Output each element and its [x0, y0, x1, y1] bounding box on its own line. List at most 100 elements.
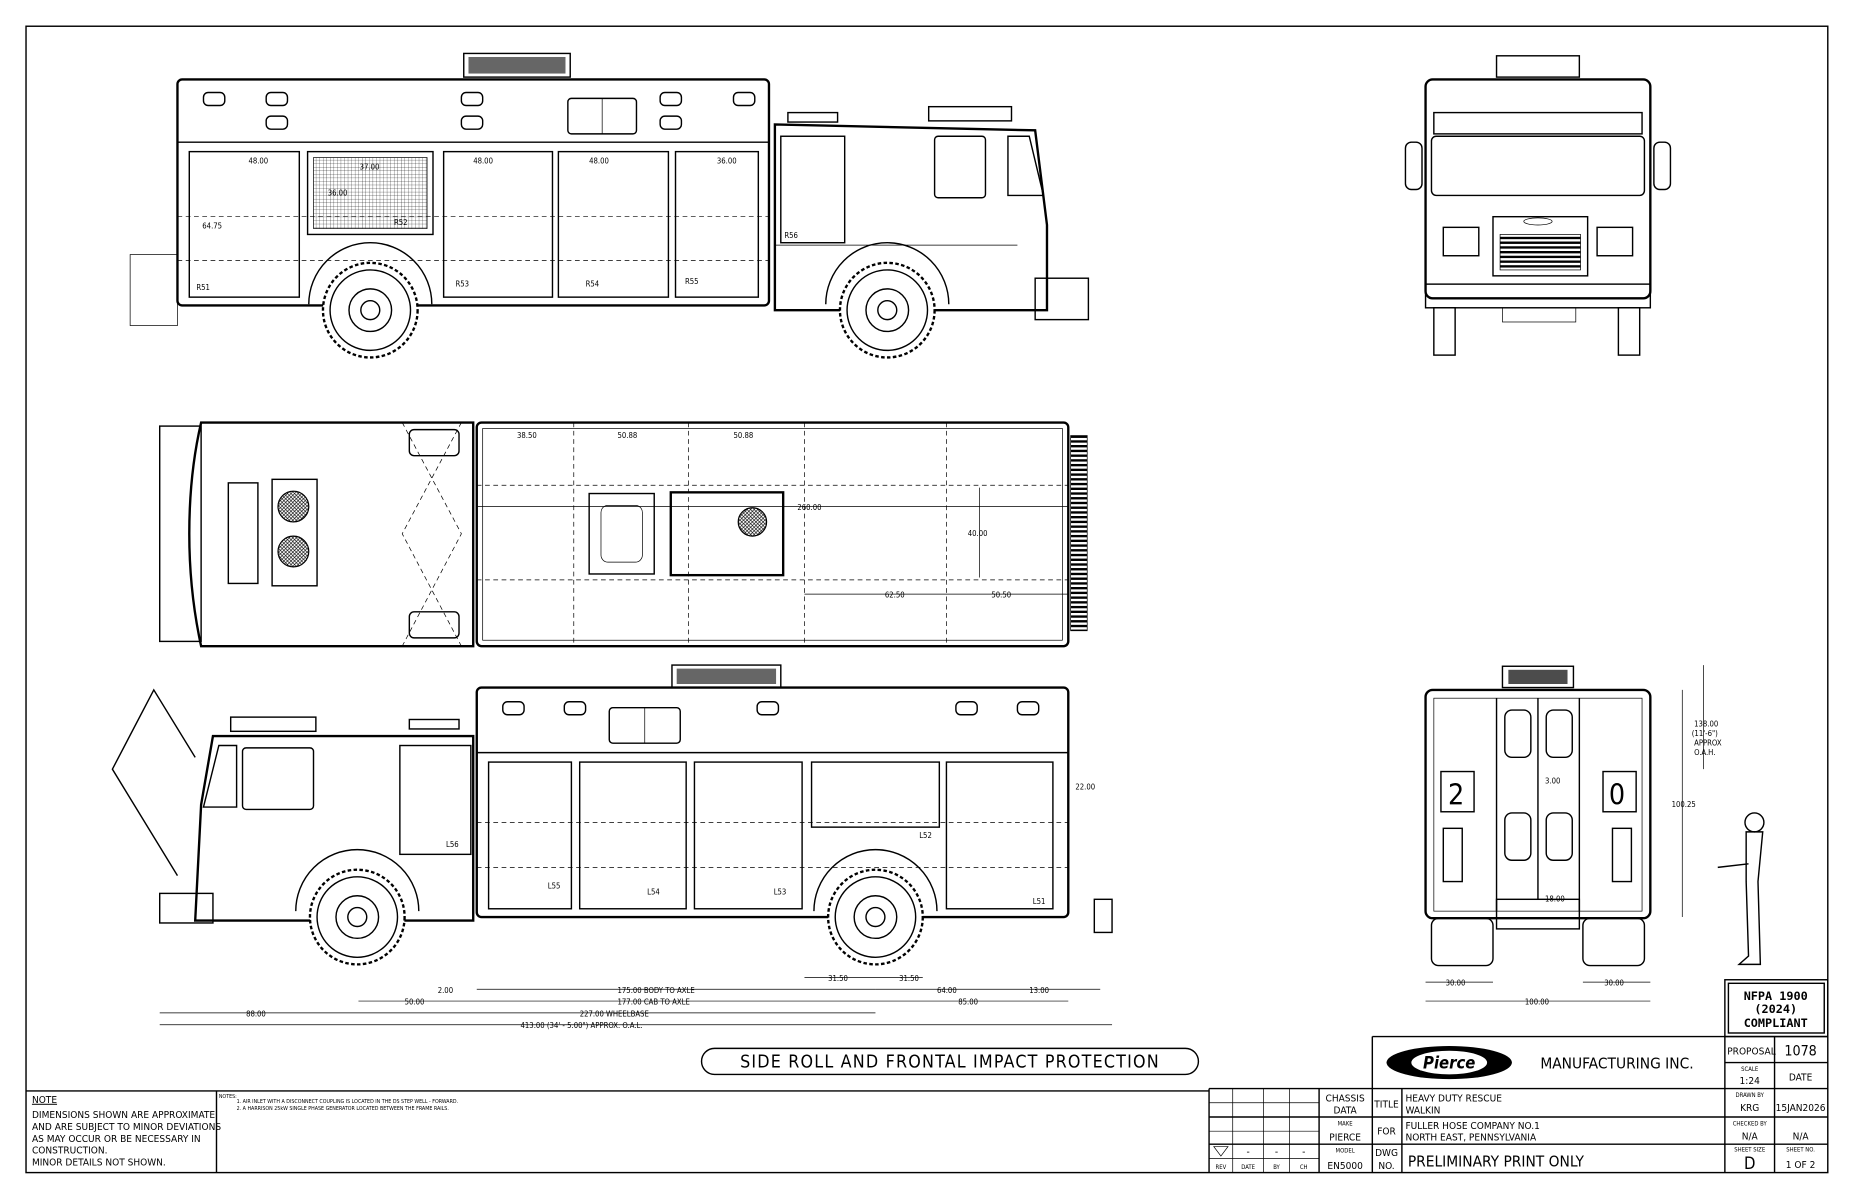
revision-triangle-icon [1213, 1146, 1229, 1157]
rev-value: - [1302, 1147, 1305, 1158]
front-view [1404, 55, 1672, 356]
unit-number: 0 [1609, 779, 1625, 812]
rev-header: BY [1273, 1165, 1280, 1171]
dim: 18.00 [1545, 895, 1565, 904]
nfpa-line: NFPA 1900 [1744, 989, 1808, 1003]
nfpa-line: COMPLIANT [1744, 1016, 1808, 1030]
dim: O.A.H. [1694, 748, 1715, 757]
dim: 138.00 [1694, 720, 1718, 729]
marker-light-icon [659, 91, 683, 107]
right-side-view: 48.00 37.00 36.00 64.75 48.00 48.00 36.0… [129, 52, 1090, 326]
caption: SIDE ROLL AND FRONTAL IMPACT PROTECTION [740, 1052, 1160, 1072]
scale-label: SCALE [1741, 1067, 1759, 1073]
marker-light-icon [502, 701, 525, 716]
checked-by-label: CHECKED BY [1733, 1121, 1768, 1127]
compartment-label: R53 [455, 279, 469, 288]
marker-light-icon [202, 91, 226, 107]
chassis-data-label: DATA [1334, 1105, 1358, 1116]
dwg-label: NO. [1378, 1161, 1394, 1172]
notes-section: NOTE DIMENSIONS SHOWN ARE APPROXIMATE AN… [26, 1090, 1210, 1173]
title-line: WALKIN [1405, 1105, 1440, 1116]
marker-light-icon [955, 701, 978, 716]
dim: 50.88 [618, 431, 638, 440]
rev-header: CH [1300, 1165, 1308, 1171]
nfpa-line: (2024) [1754, 1002, 1797, 1016]
rear-view: 2 0 3.00 18.00 100.25 138.00 (11'-6") AP… [1424, 665, 1765, 1007]
dim-step: 13.00 [1029, 986, 1049, 995]
compartment-label: R56 [784, 231, 798, 240]
dim: 48.00 [248, 156, 268, 165]
rev-value: - [1275, 1147, 1278, 1158]
wheel-icon [825, 242, 950, 359]
caption-box [700, 1047, 1200, 1076]
dim: 22.00 [1075, 782, 1095, 791]
dim: 64.75 [202, 222, 222, 231]
date-value: 15JAN2026 [1776, 1103, 1826, 1114]
dim: 50.88 [733, 431, 753, 440]
drawn-by-value: KRG [1740, 1103, 1759, 1114]
compartment-label: L55 [548, 882, 561, 891]
proposal-label: PROPOSAL [1727, 1046, 1776, 1057]
checked-by-value: N/A [1742, 1131, 1759, 1142]
date-label: DATE [1789, 1072, 1813, 1083]
make-label: MAKE [1338, 1121, 1354, 1127]
dim-axle-to-cab: 50.00 [405, 998, 425, 1007]
marker-light-icon [659, 115, 683, 130]
dim: APPROX [1694, 739, 1722, 748]
dim-front-overhang: 88.00 [246, 1009, 266, 1018]
make-value: PIERCE [1329, 1133, 1361, 1144]
for-line: FULLER HOSE COMPANY NO.1 [1405, 1121, 1539, 1132]
compartment-label: L52 [919, 831, 932, 840]
dim: 37.00 [360, 162, 380, 171]
marker-light-icon [756, 701, 780, 716]
human-figure-icon [1717, 812, 1765, 966]
compartment-label: R52 [394, 218, 408, 227]
rev-header: REV [1216, 1165, 1227, 1171]
notes-heading: NOTES: [219, 1094, 237, 1100]
dim-body-to-axle: 175.00 BODY TO AXLE [618, 986, 695, 995]
dim: 3.00 [1545, 776, 1560, 785]
for-label: FOR [1377, 1127, 1396, 1138]
dim: 40.00 [968, 529, 988, 538]
compartment-label: L53 [774, 888, 787, 897]
title-block: Pierce MANUFACTURING INC. PROPOSAL 1078 … [1208, 1035, 1828, 1173]
wheel-icon [308, 242, 433, 359]
compartment-label: L56 [446, 840, 459, 849]
note-line: MINOR DETAILS NOT SHOWN. [32, 1157, 166, 1168]
marker-light-icon [265, 91, 289, 107]
dim: 36.00 [328, 188, 348, 197]
title-line: HEAVY DUTY RESCUE [1405, 1094, 1502, 1105]
chassis-data-label: CHASSIS [1326, 1094, 1365, 1105]
dim: (11'-6") [1692, 729, 1718, 738]
dim-cab-to-axle: 177.00 CAB TO AXLE [618, 998, 690, 1007]
dim-tandem-front: 31.50 [828, 974, 848, 983]
dim-oal: 413.00 (34' - 5.00") APPROX. O.A.L. [521, 1021, 643, 1030]
compartment-label: R51 [196, 283, 210, 292]
company-name: MANUFACTURING INC. [1540, 1054, 1693, 1072]
compartment-label: R55 [685, 277, 699, 286]
note-heading: NOTE [32, 1095, 57, 1106]
sheet-no-value: 1 OF 2 [1786, 1160, 1816, 1171]
rev-header: DATE [1241, 1165, 1255, 1171]
notes-item: 2. A HARRISON 25kW SINGLE PHASE GENERATO… [237, 1106, 449, 1112]
rev-value: - [1246, 1147, 1249, 1158]
unit-number: 2 [1448, 779, 1464, 812]
dim: 100.25 [1672, 800, 1696, 809]
logo-text: Pierce [1423, 1053, 1475, 1072]
note-line: AS MAY OCCUR OR BE NECESSARY IN [32, 1134, 201, 1145]
title-label: TITLE [1373, 1100, 1399, 1111]
dim-wheelbase: 227.00 WHEELBASE [580, 1009, 649, 1018]
model-value: EN5000 [1327, 1161, 1363, 1172]
proposal-value: 1078 [1784, 1043, 1816, 1059]
marker-light-icon [460, 115, 484, 130]
overall-dimensions: 2.00 175.00 BODY TO AXLE 31.50 31.50 64.… [159, 974, 1113, 1030]
dim: 48.00 [589, 156, 609, 165]
dim: 36.00 [717, 156, 737, 165]
scale-value: 1:24 [1740, 1076, 1761, 1087]
dim: 50.50 [991, 591, 1011, 600]
dim: 260.00 [797, 503, 821, 512]
sheet-no-label: SHEET NO. [1786, 1147, 1815, 1153]
left-side-view: 22.00 L51 L52 L53 L54 L55 L56 [111, 664, 1113, 934]
dwg-value: PRELIMINARY PRINT ONLY [1408, 1153, 1585, 1171]
dim: 48.00 [473, 156, 493, 165]
